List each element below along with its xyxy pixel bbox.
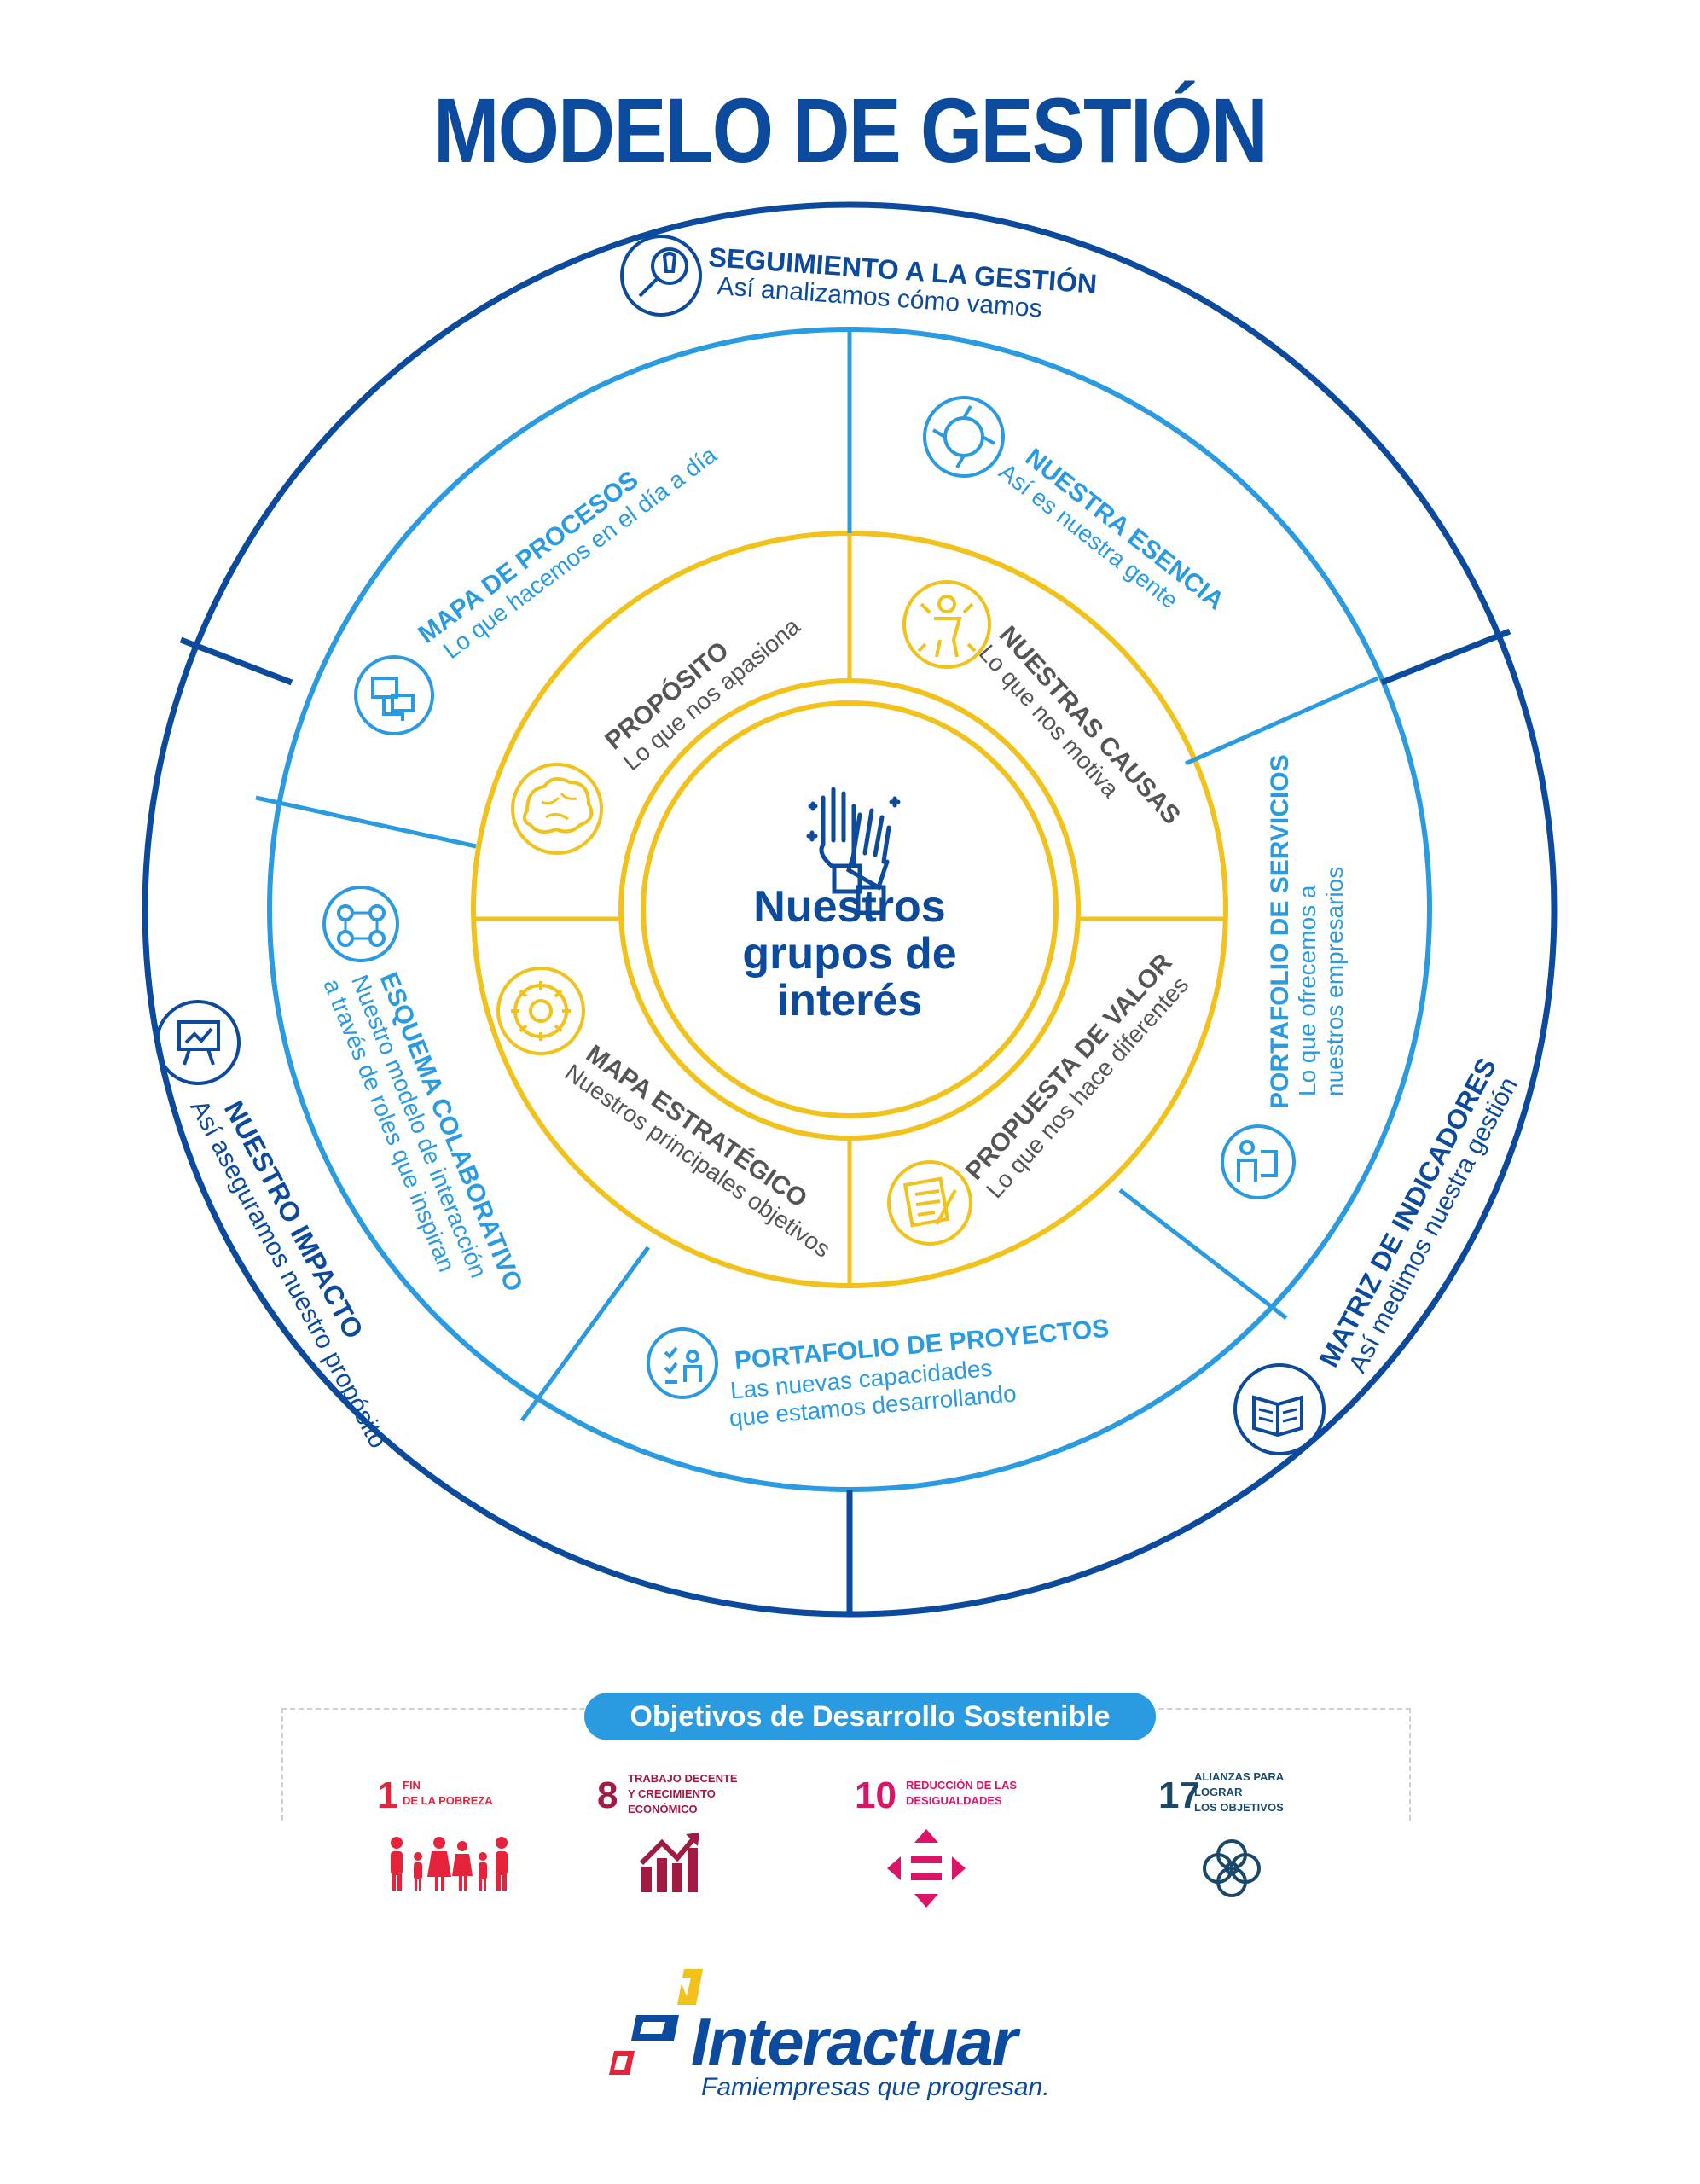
equality-arrows-icon xyxy=(887,1829,966,1908)
presentation-board-icon xyxy=(155,1000,241,1085)
page-title: MODELO DE GESTIÓN xyxy=(432,78,1268,182)
flowchart-icon xyxy=(354,655,434,735)
servicios-subtitle-line2: nuestros empresarios xyxy=(1321,867,1348,1096)
logo-mark-icon xyxy=(609,1969,703,2075)
goal-number: 8 xyxy=(597,1774,618,1816)
outer-divider xyxy=(179,636,293,686)
goal-label: TRABAJO DECENTE Y CRECIMIENTO ECONÓMICO xyxy=(628,1772,738,1815)
servicios-subtitle-line1: Lo que ofrecemos a xyxy=(1294,885,1320,1096)
logo-name: Interactuar xyxy=(691,2004,1018,2079)
ods-goal-17: 17 ALIANZAS PARA LOGRAR LOS OBJETIVOS xyxy=(1158,1770,1329,1902)
servicios-title: PORTAFOLIO DE SERVICIOS xyxy=(1266,754,1294,1109)
center-label-line1: Nuestros xyxy=(753,882,945,932)
interactuar-logo: Interactuar Famiempresas que progresan. xyxy=(597,1962,1194,2116)
center-ring-inner xyxy=(641,700,1059,1118)
flower-rings-icon xyxy=(1203,1839,1261,1897)
network-people-icon xyxy=(322,886,399,962)
propuesta-title: PROPUESTA DE VALOR xyxy=(960,948,1178,1185)
open-book-icon xyxy=(1233,1363,1326,1455)
propuesta-subtitle: Lo que nos hace diferentes xyxy=(981,972,1193,1204)
raised-hands-icon xyxy=(806,787,901,915)
ods-goal-8: 8 TRABAJO DECENTE Y CRECIMIENTO ECONÓMIC… xyxy=(597,1772,759,1902)
goal-label: ALIANZAS PARA LOGRAR LOS OBJETIVOS xyxy=(1194,1770,1285,1814)
mapa-procesos-subtitle: Lo que hacemos en el día a día xyxy=(438,441,722,664)
middle-divider xyxy=(519,1246,651,1422)
team-hands-icon xyxy=(923,396,1005,478)
goal-label: REDUCCIÓN DE LAS DESIGUALDADES xyxy=(906,1779,1018,1807)
ods-heading: Objetivos de Desarrollo Sostenible xyxy=(584,1693,1156,1740)
brain-icon xyxy=(511,763,603,855)
middle-divider xyxy=(1184,676,1379,766)
presenter-icon xyxy=(1221,1124,1296,1199)
outer-divider xyxy=(1380,628,1511,686)
family-icon xyxy=(391,1837,508,1891)
goal-number: 10 xyxy=(855,1774,896,1816)
center-label-line3: interés xyxy=(777,976,923,1025)
ods-goal-1: 1 FIN DE LA POBREZA xyxy=(377,1774,531,1902)
magnifier-bulb-icon xyxy=(620,235,702,317)
goal-number: 1 xyxy=(377,1774,398,1816)
middle-divider xyxy=(255,795,477,849)
target-wheel-icon xyxy=(496,967,585,1055)
ods-goal-10: 10 REDUCCIÓN DE LAS DESIGUALDADES xyxy=(855,1774,1025,1908)
ods-section: Objetivos de Desarrollo Sostenible xyxy=(281,1693,1411,1826)
matriz-subtitle: Así medimos nuestra gestión xyxy=(1343,1072,1523,1377)
impacto-subtitle: Así aseguramos nuestro propósito xyxy=(184,1095,392,1453)
growth-chart-icon xyxy=(639,1833,699,1892)
management-model-diagram: Nuestros grupos de interés PROPÓSITO Lo … xyxy=(142,201,1558,1618)
mapa-estrategico-subtitle: Nuestros principales objetivos xyxy=(560,1059,835,1263)
goal-label: FIN DE LA POBREZA xyxy=(403,1779,493,1807)
middle-divider xyxy=(1118,1188,1288,1320)
goal-number: 17 xyxy=(1158,1774,1200,1816)
center-label-line2: grupos de xyxy=(742,929,956,979)
checklist-person-icon xyxy=(647,1327,718,1399)
document-pen-icon xyxy=(887,1160,972,1246)
person-arrows-icon xyxy=(902,580,991,669)
logo-tagline: Famiempresas que progresan. xyxy=(701,2073,1050,2101)
